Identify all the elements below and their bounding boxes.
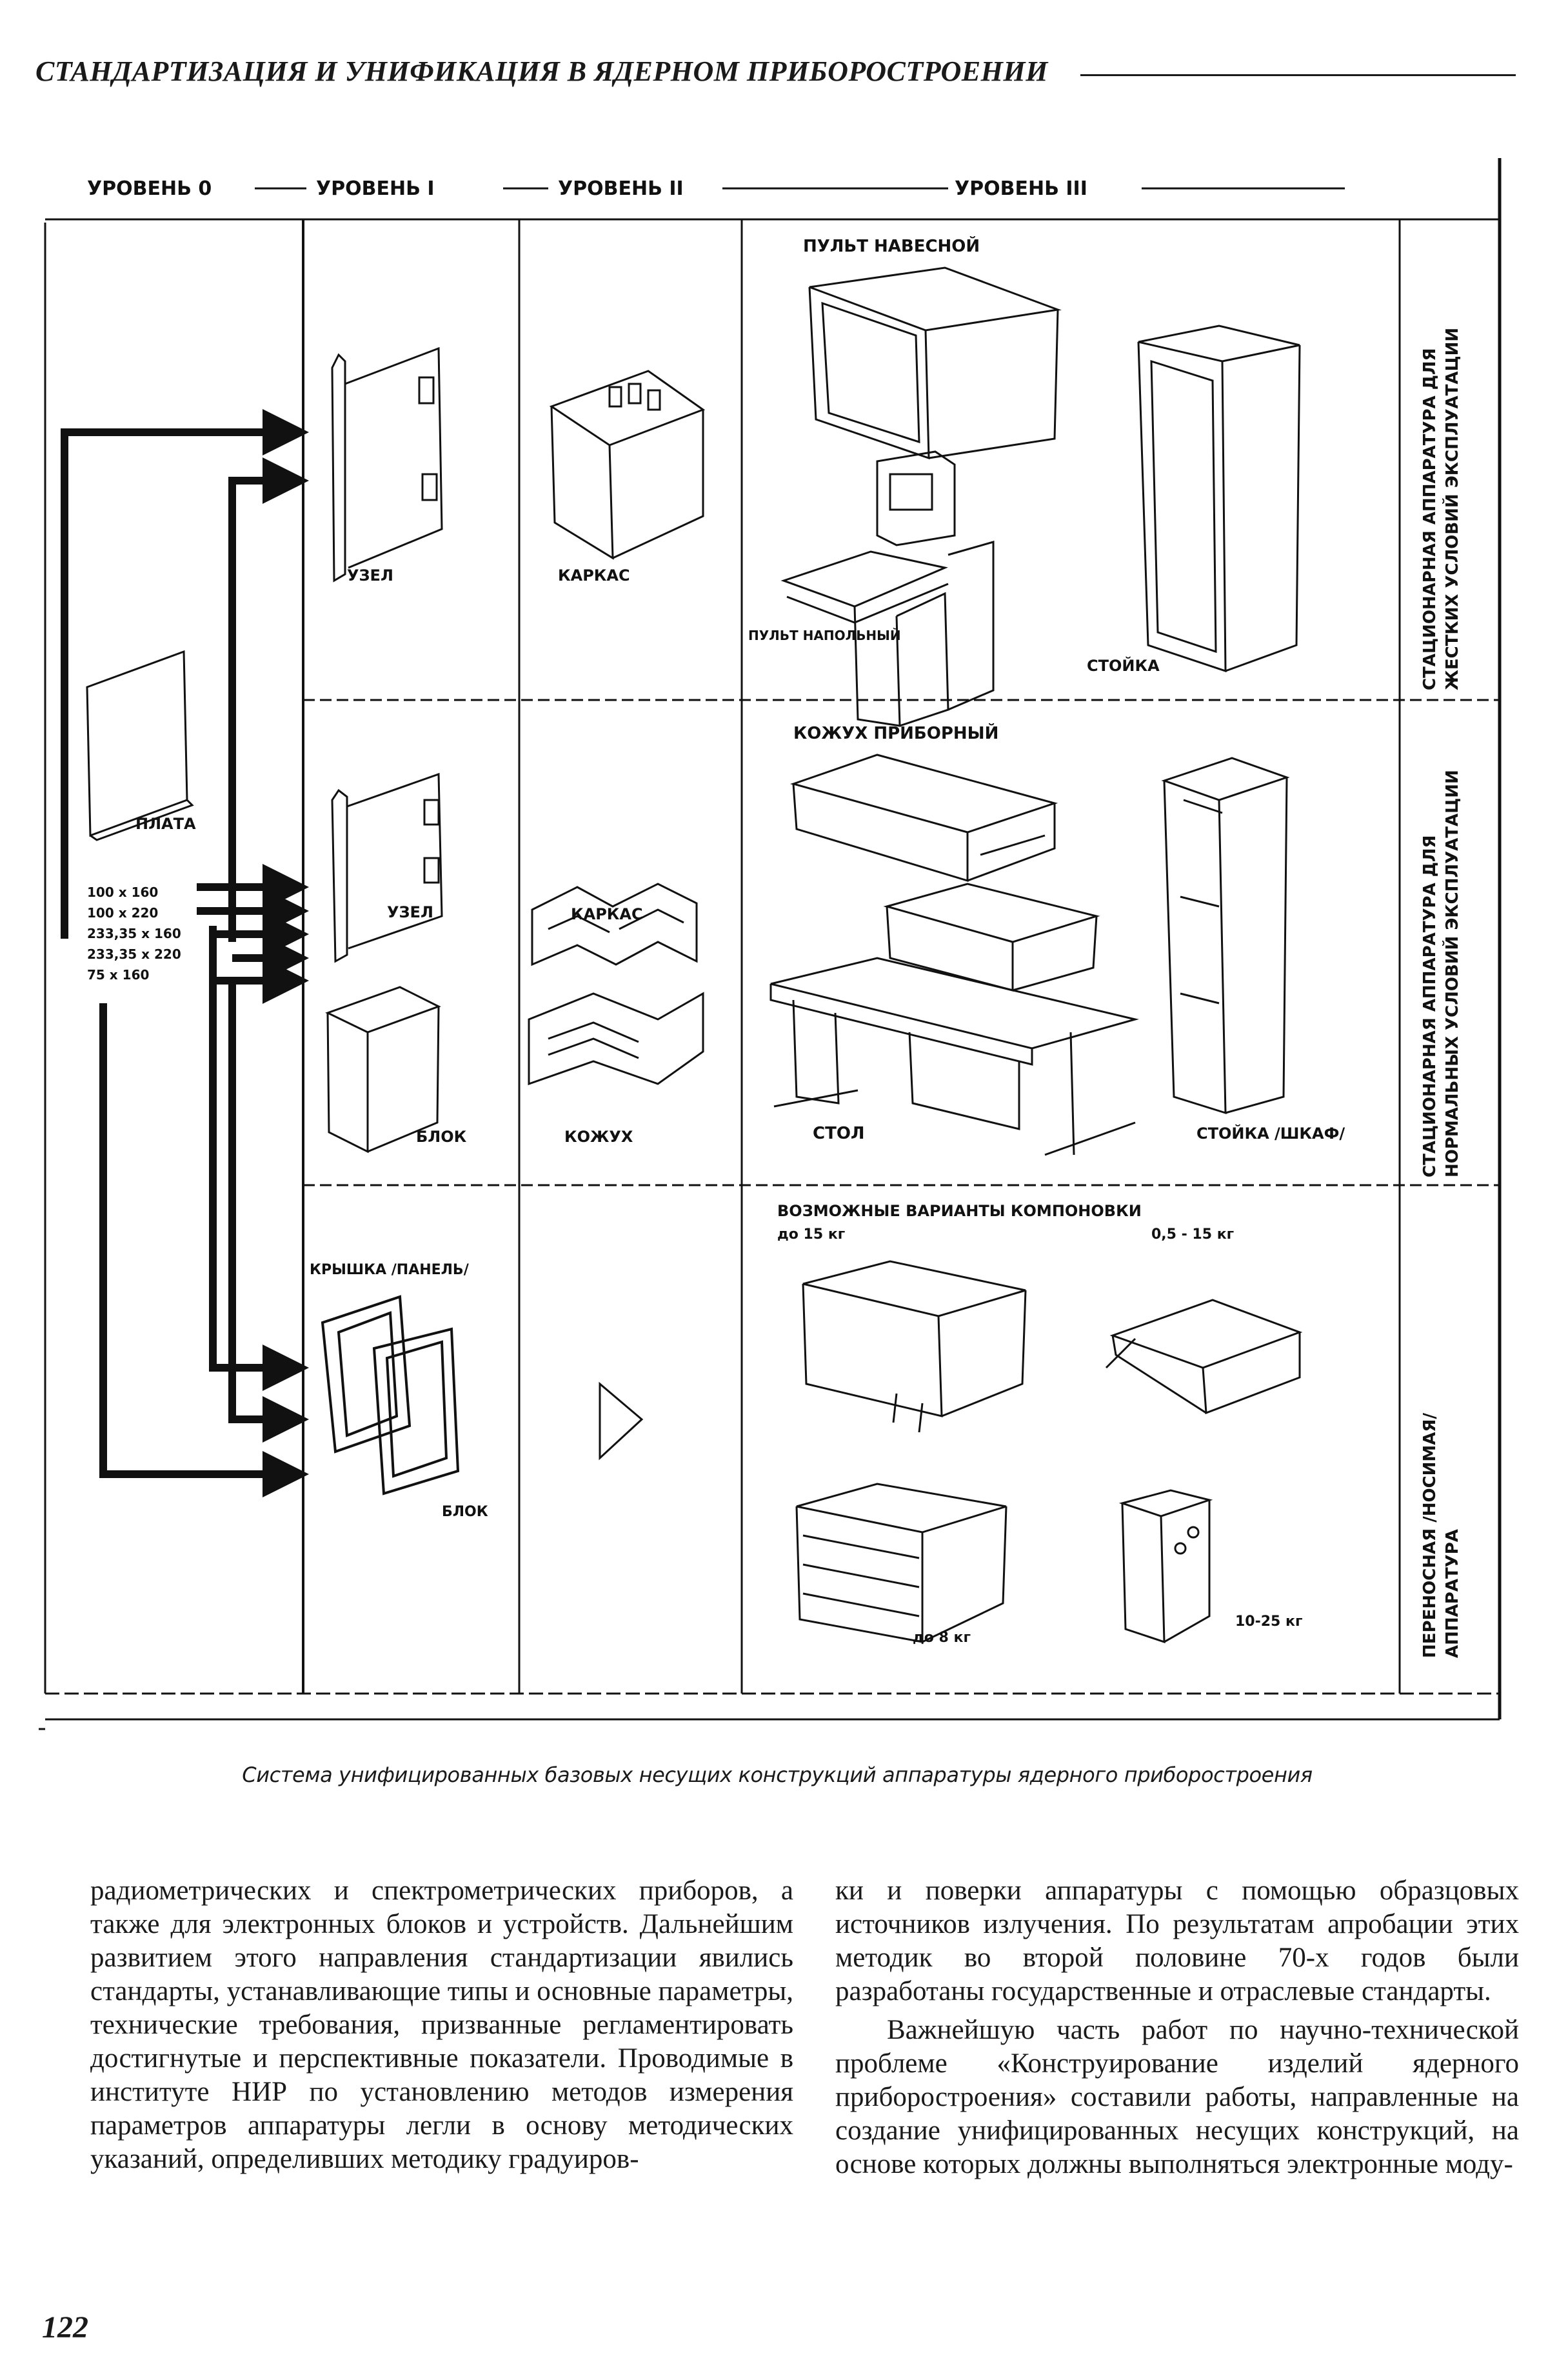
frame-label-1: КАРКАС [558,566,630,585]
svg-text:233,35 x 160: 233,35 x 160 [87,926,181,941]
console-floor-illustration [780,450,995,727]
block-illustration-1 [325,986,441,1154]
cover-panel-illustration [321,1295,460,1495]
cover-panel-label: КРЫШКА /ПАНЕЛЬ/ [310,1262,470,1278]
case-label: КОЖУХ [564,1128,633,1146]
node-illustration-1 [331,346,443,583]
block-label-2: БЛОК [442,1504,488,1520]
row-label-3: ПЕРЕНОСНАЯ /НОСИМАЯ/ АППАРАТУРА [1420,1413,1462,1658]
node-label-1: УЗЕЛ [347,566,393,585]
level-2: УРОВЕНЬ II [558,177,684,200]
level-3: УРОВЕНЬ III [955,177,1087,200]
row-label-1: СТАЦИОНАРНАЯ АППАРАТУРА ДЛЯ ЖЕСТКИХ УСЛО… [1420,328,1462,690]
level-1: УРОВЕНЬ I [316,177,435,200]
page-number: 122 [42,2310,88,2345]
level-header: УРОВЕНЬ 0 УРОВЕНЬ I УРОВЕНЬ II УРОВЕНЬ I… [87,177,1345,200]
weight-label-3: до 8 кг [913,1630,971,1646]
block-label-1: БЛОК [416,1128,467,1146]
rack-cabinet-illustration [1161,757,1290,1115]
svg-text:ЖЕСТКИХ УСЛОВИЙ ЭКСПЛУАТАЦИИ: ЖЕСТКИХ УСЛОВИЙ ЭКСПЛУАТАЦИИ [1442,328,1462,690]
portable-unit-illustration-1 [802,1260,1027,1433]
portable-unit-illustration-3 [795,1483,1007,1643]
figure-diagram: УРОВЕНЬ 0 УРОВЕНЬ I УРОВЕНЬ II УРОВЕНЬ I… [39,158,1502,1730]
plate-sizes: 100 x 160 100 x 220 233,35 x 160 233,35 … [87,885,181,983]
console-wall-illustration [808,266,1062,460]
weight-label-2: 0,5 - 15 кг [1151,1226,1234,1243]
figure-caption: Система унифицированных базовых несущих … [242,1763,1313,1787]
figure: УРОВЕНЬ 0 УРОВЕНЬ I УРОВЕНЬ II УРОВЕНЬ I… [39,155,1519,1742]
frame-illustration-1 [549,370,706,560]
node-illustration-2 [331,772,443,963]
frame-illustration-2 [531,883,698,966]
plate-label: ПЛАТА [135,815,196,833]
weight-label-4: 10-25 кг [1235,1614,1302,1630]
running-title: СТАНДАРТИЗАЦИЯ И УНИФИКАЦИЯ В ЯДЕРНОМ ПР… [35,55,1048,87]
case-illustration [528,992,704,1086]
table-label: СТОЛ [813,1124,865,1143]
svg-text:ПЕРЕНОСНАЯ /НОСИМАЯ/: ПЕРЕНОСНАЯ /НОСИМАЯ/ [1420,1413,1440,1658]
rack-cabinet-label-1: СТОЙКА /ШКАФ/ [1196,1124,1345,1143]
level-0: УРОВЕНЬ 0 [87,177,212,200]
svg-text:75 x 160: 75 x 160 [87,967,149,983]
grid-lines [39,158,1502,1730]
right-paragraph-1: ки и поверки аппаратуры с помощью образц… [835,1875,1519,2006]
instrument-case-label: КОЖУХ ПРИБОРНЫЙ [793,723,998,743]
portable-unit-illustration-2 [1105,1299,1303,1415]
layout-variants-label: ВОЗМОЖНЫЕ ВАРИАНТЫ КОМПОНОВКИ [777,1202,1142,1220]
svg-text:СТАЦИОНАРНАЯ АППАРАТУРА ДЛЯ: СТАЦИОНАРНАЯ АППАРАТУРА ДЛЯ [1420,835,1440,1177]
svg-text:СТАЦИОНАРНАЯ АППАРАТУРА ДЛЯ: СТАЦИОНАРНАЯ АППАРАТУРА ДЛЯ [1420,348,1440,690]
weight-label-1: до 15 кг [777,1226,845,1243]
text-column-left: радиометрических и спектрометрических пр… [90,1874,793,2176]
rack-illustration-1 [1137,325,1301,673]
svg-text:100 x 160: 100 x 160 [87,885,158,900]
row-label-2: СТАЦИОНАРНАЯ АППАРАТУРА ДЛЯ НОРМАЛЬНЫХ У… [1420,770,1462,1177]
portable-unit-illustration-4 [1118,1489,1213,1644]
instrument-case-illustration [789,754,1058,883]
text-column-right: ки и поверки аппаратуры с помощью образц… [835,1874,1519,2181]
svg-text:100 x 220: 100 x 220 [87,905,158,921]
right-paragraph-2: Важнейшую часть работ по научно-техничес… [835,2015,1519,2179]
svg-text:АППАРАТУРА: АППАРАТУРА [1443,1529,1462,1658]
play-triangle-icon [599,1381,644,1461]
running-header: СТАНДАРТИЗАЦИЯ И УНИФИКАЦИЯ В ЯДЕРНОМ ПР… [35,55,1516,94]
node-label-2: УЗЕЛ [387,903,433,921]
console-wall-label: ПУЛЬТ НАВЕСНОЙ [803,235,980,256]
console-floor-label-1: ПУЛЬТ НАПОЛЬНЫЙ [748,628,901,643]
left-paragraph: радиометрических и спектрометрических пр… [90,1875,793,2174]
header-rule [1080,74,1516,76]
table-illustration [769,883,1139,1156]
plate-illustration [86,650,194,841]
svg-text:233,35 x 220: 233,35 x 220 [87,946,181,962]
rack-label-1: СТОЙКА [1087,656,1160,675]
svg-text:НОРМАЛЬНЫХ УСЛОВИЙ ЭКСПЛУАТАЦИ: НОРМАЛЬНЫХ УСЛОВИЙ ЭКСПЛУАТАЦИИ [1442,770,1462,1177]
frame-label-2: КАРКАС [571,905,643,923]
connection-arrows [61,409,309,1497]
